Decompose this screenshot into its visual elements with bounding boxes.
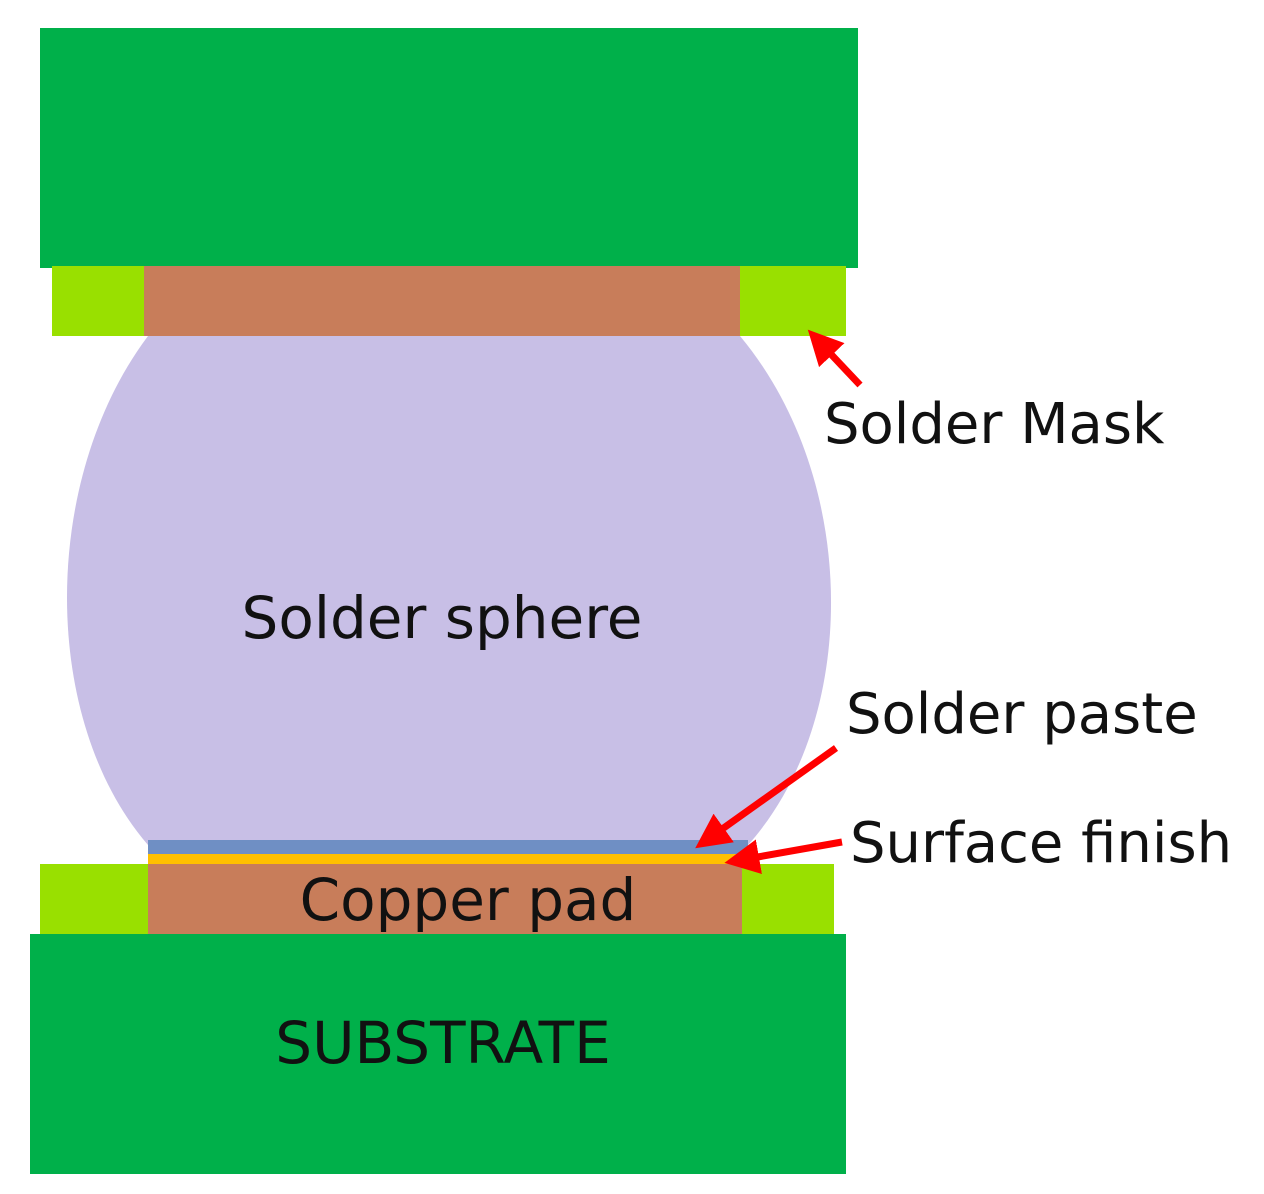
solder-paste-layer: [148, 840, 748, 854]
solder-mask-label: Solder Mask: [824, 392, 1165, 457]
surface-finish-layer: [148, 854, 742, 864]
solder-sphere-label: Solder sphere: [242, 584, 643, 652]
top-solder-mask-right: [740, 266, 846, 336]
bottom-copper-pad: [148, 864, 742, 934]
solder-paste-label: Solder paste: [846, 682, 1198, 747]
bottom-solder-mask-right: [742, 864, 834, 934]
top-solder-mask-left: [52, 266, 144, 336]
top-copper-pad: [144, 266, 740, 336]
surface-finish-arrow: [724, 838, 843, 875]
solder-sphere: [67, 336, 832, 845]
surface-finish-label: Surface finish: [850, 811, 1232, 876]
top-substrate: [40, 28, 858, 268]
solder-paste-arrow: [695, 745, 839, 849]
copper-pad-label: Copper pad: [300, 866, 637, 934]
bottom-substrate: [30, 934, 846, 1174]
bottom-solder-mask-left: [40, 864, 148, 934]
substrate-label: SUBSTRATE: [275, 1009, 610, 1077]
solder-mask-arrow: [807, 329, 863, 388]
